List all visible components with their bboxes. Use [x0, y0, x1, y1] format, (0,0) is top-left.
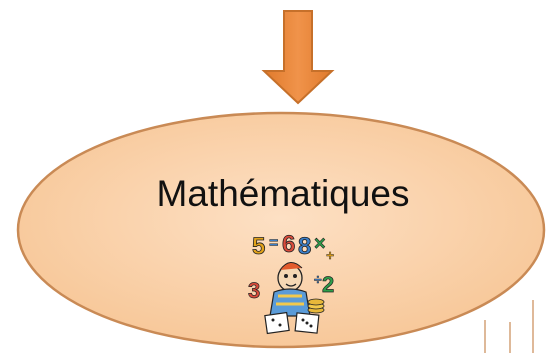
svg-text:5: 5 [252, 233, 265, 260]
topic-label: Mathématiques [157, 173, 410, 214]
svg-text:×: × [314, 233, 326, 255]
topic-ellipse [16, 111, 546, 349]
svg-text:6: 6 [282, 231, 295, 258]
down-arrow [261, 10, 335, 105]
svg-text:2: 2 [322, 272, 334, 297]
svg-text:+: + [326, 247, 334, 263]
svg-text:=: = [269, 235, 278, 252]
math-cartoon-icon: 5 = 6 8 × + 3 2 ÷ [248, 231, 335, 335]
svg-text:3: 3 [248, 278, 260, 303]
svg-text:÷: ÷ [314, 271, 322, 287]
guide-lines [484, 300, 534, 353]
svg-text:8: 8 [298, 233, 311, 260]
